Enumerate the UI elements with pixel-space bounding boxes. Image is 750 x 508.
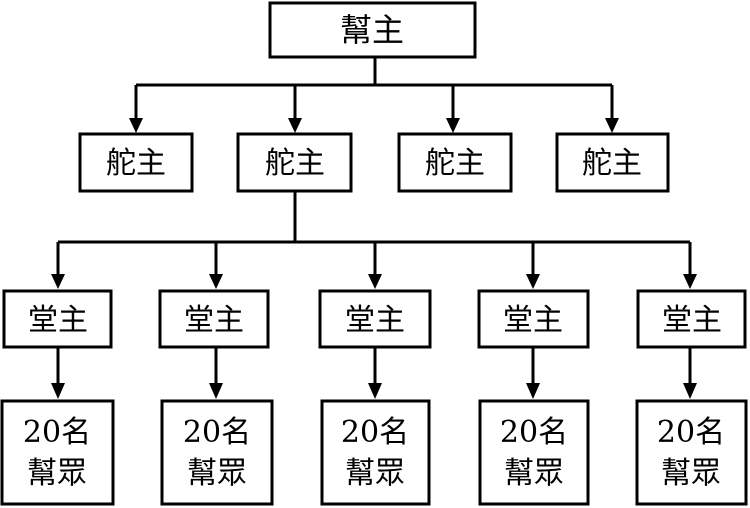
level3-label: 堂主 (662, 303, 722, 338)
level2-node: 舵主 (555, 132, 670, 193)
arrow-icon (526, 274, 540, 289)
level4-count: 20名 (500, 415, 568, 450)
level2-connectors (51, 191, 697, 289)
level2-label: 舵主 (582, 146, 642, 181)
level4-count: 20名 (183, 415, 251, 450)
arrow-icon (683, 274, 697, 289)
level4-count: 20名 (23, 415, 91, 450)
level4-node: 20名 幫眾 (635, 399, 748, 506)
arrow-icon (526, 383, 540, 399)
arrow-icon (51, 274, 65, 289)
arrow-icon (368, 274, 382, 289)
level4-label: 幫眾 (27, 456, 87, 491)
arrow-icon (288, 118, 302, 133)
level4-node: 20名 幫眾 (0, 399, 115, 506)
level4-label: 幫眾 (187, 456, 247, 491)
arrow-icon (683, 383, 697, 399)
level3-label: 堂主 (345, 303, 405, 338)
level2-box (78, 132, 194, 193)
level2-label: 舵主 (106, 146, 166, 181)
level2-box (236, 132, 353, 193)
level3-node: 堂主 (318, 289, 432, 349)
level4-node: 20名 幫眾 (320, 399, 431, 506)
level4-box (478, 399, 590, 506)
level3-box (477, 289, 590, 349)
level3-node: 堂主 (2, 289, 113, 349)
root-connectors (129, 57, 619, 133)
level2-box (555, 132, 670, 193)
level2-node: 舵主 (397, 132, 513, 193)
level4-box (635, 399, 748, 506)
level2-node: 舵主 (78, 132, 194, 193)
level4-count: 20名 (341, 415, 409, 450)
level2-label: 舵主 (425, 146, 485, 181)
arrow-icon (605, 118, 619, 133)
root-node: 幫主 (268, 1, 477, 59)
level4-count: 20名 (657, 415, 725, 450)
level4-label: 幫眾 (504, 456, 564, 491)
level4-box (0, 399, 115, 506)
root-box (268, 1, 477, 59)
level3-box (318, 289, 432, 349)
level2-label: 舵主 (265, 146, 325, 181)
level4-label: 幫眾 (345, 456, 405, 491)
level3-label: 堂主 (28, 303, 88, 338)
level3-label: 堂主 (503, 303, 563, 338)
level2-box (397, 132, 513, 193)
arrow-icon (129, 118, 143, 133)
level3-label: 堂主 (184, 303, 244, 338)
arrow-icon (51, 383, 65, 399)
arrow-icon (209, 274, 223, 289)
level4-box (320, 399, 431, 506)
root-label: 幫主 (340, 11, 404, 49)
arrow-icon (446, 118, 460, 133)
level3-box (158, 289, 270, 349)
level3-node: 堂主 (636, 289, 747, 349)
level4-node: 20名 幫眾 (478, 399, 590, 506)
level4-box (160, 399, 274, 506)
arrow-icon (209, 383, 223, 399)
level3-node: 堂主 (158, 289, 270, 349)
level4-node: 20名 幫眾 (160, 399, 274, 506)
arrow-icon (368, 383, 382, 399)
level2-node: 舵主 (236, 132, 353, 193)
level3-connectors (51, 347, 697, 399)
level3-node: 堂主 (477, 289, 590, 349)
level4-label: 幫眾 (661, 456, 721, 491)
